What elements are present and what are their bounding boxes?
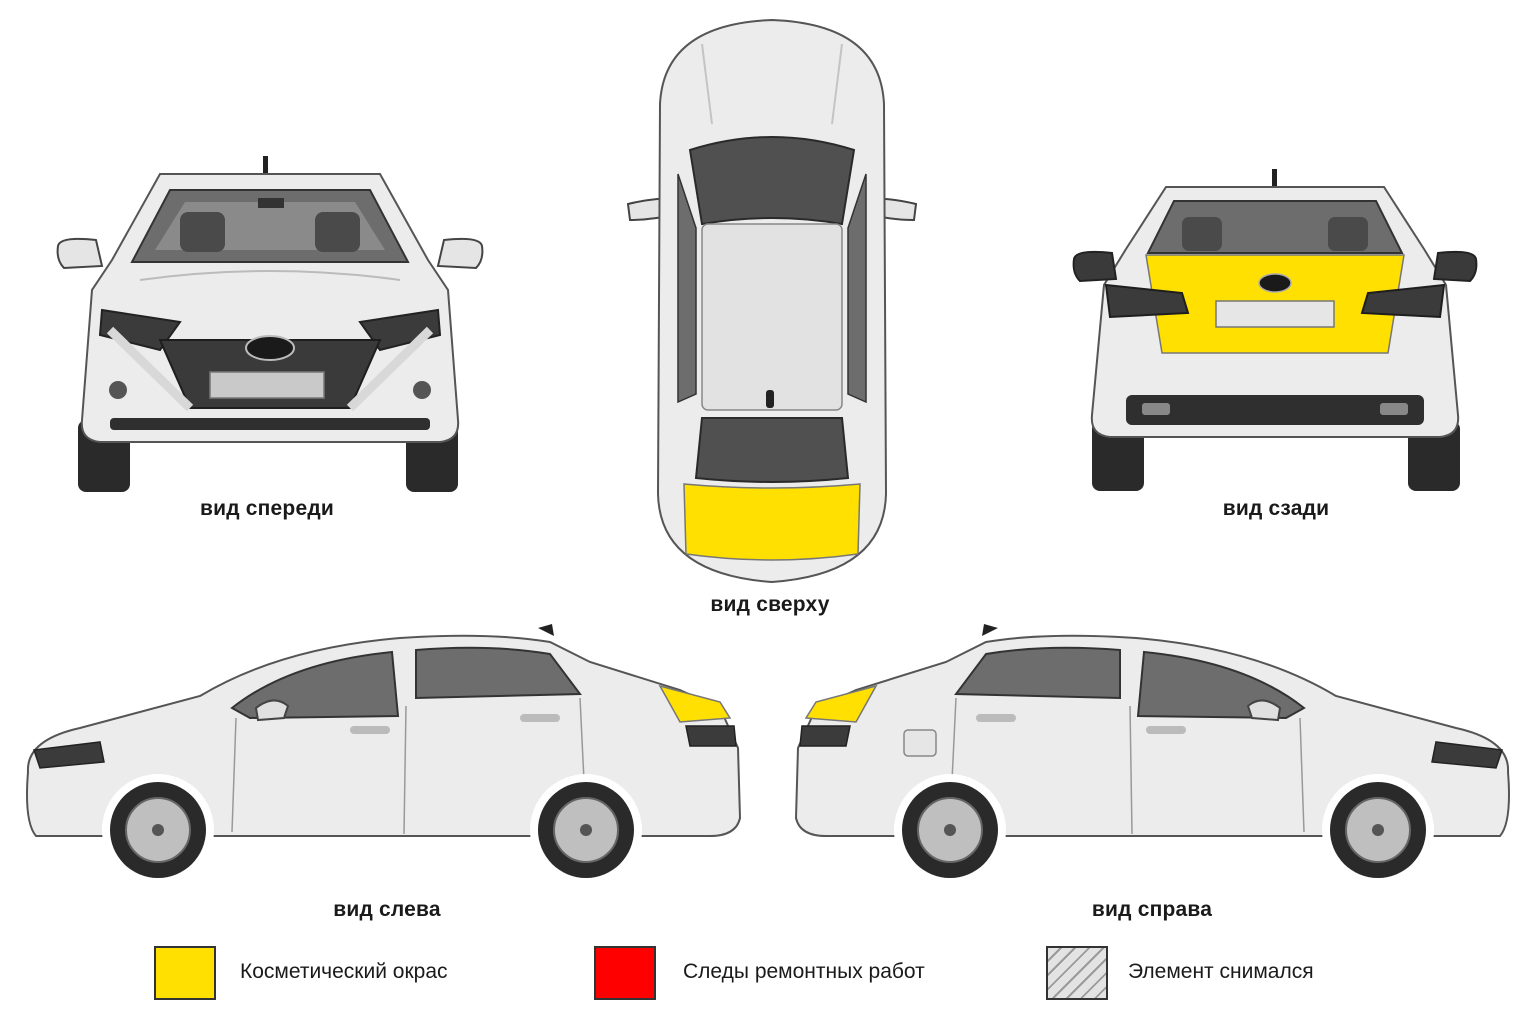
left-side-view-caption: вид слева bbox=[333, 898, 441, 921]
legend-swatch-element-removed bbox=[1046, 946, 1108, 1000]
top-view bbox=[622, 14, 922, 588]
left-side-view bbox=[20, 622, 750, 892]
legend-label-element-removed: Элемент снимался bbox=[1128, 960, 1314, 983]
legend-label-cosmetic-paint: Косметический окрас bbox=[240, 960, 448, 983]
front-view-caption: вид спереди bbox=[200, 497, 334, 520]
rear-view-caption: вид сзади bbox=[1222, 497, 1330, 520]
legend-swatch-repair-traces bbox=[594, 946, 656, 1000]
right-side-view bbox=[786, 622, 1516, 892]
right-side-view-caption: вид справа bbox=[1091, 898, 1213, 921]
legend-label-repair-traces: Следы ремонтных работ bbox=[683, 960, 925, 983]
legend-swatch-cosmetic-paint bbox=[154, 946, 216, 1000]
top-view-caption: вид сверху bbox=[710, 593, 830, 616]
front-view bbox=[50, 150, 490, 495]
rear-view bbox=[1070, 165, 1480, 495]
